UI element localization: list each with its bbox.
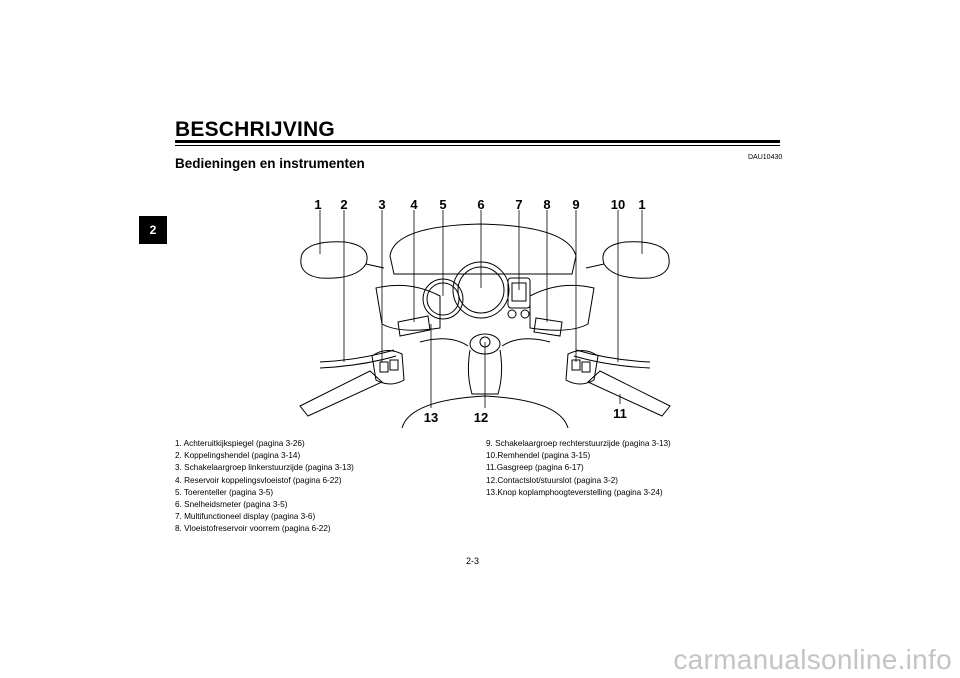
document-code: DAU10430 [748, 154, 783, 161]
page-title: BESCHRIJVING [175, 118, 335, 141]
legend-left-column: 1. Achteruitkijkspiegel (pagina 3-26) 2.… [175, 438, 354, 536]
legend-item: 7. Multifunctioneel display (pagina 3-6) [175, 512, 316, 522]
callout-label: 10 [611, 197, 625, 212]
callout-label: 12 [474, 410, 488, 425]
legend-item: 3. Schakelaargroep linkerstuurzijde (pag… [175, 463, 354, 473]
legend-item: 13.Knop koplamphoogteverstelling (pagina… [486, 487, 663, 497]
callout-label: 1 [314, 197, 321, 212]
legend-item: 12.Contactslot/stuurslot (pagina 3-2) [486, 475, 618, 485]
legend-item: 6. Snelheidsmeter (pagina 3-5) [175, 500, 288, 510]
header-rule [175, 140, 780, 143]
chapter-tab: 2 [139, 216, 167, 244]
callout-label: 3 [378, 197, 385, 212]
header-rule-thin [175, 145, 780, 146]
legend-item: 2. Koppelingshendel (pagina 3-14) [175, 451, 301, 461]
callout-label: 6 [477, 197, 484, 212]
callout-label: 8 [543, 197, 550, 212]
callout-label: 9 [572, 197, 579, 212]
section-title: Bedieningen en instrumenten [175, 156, 365, 171]
legend-item: 9. Schakelaargroep rechterstuurzijde (pa… [486, 439, 671, 448]
callout-label: 13 [424, 410, 438, 425]
legend-item: 5. Toerenteller (pagina 3-5) [175, 487, 274, 497]
legend-right-column: 9. Schakelaargroep rechterstuurzijde (pa… [486, 438, 671, 499]
callout-label: 2 [340, 197, 347, 212]
legend-item: 1. Achteruitkijkspiegel (pagina 3-26) [175, 439, 305, 448]
motorcycle-cockpit-illustration: 1 2 3 4 5 6 7 8 9 10 1 13 12 11 [299, 197, 671, 428]
legend-item: 11.Gasgreep (pagina 6-17) [486, 463, 584, 473]
callout-label: 5 [439, 197, 446, 212]
legend-item: 8. Vloeistofreservoir voorrem (pagina 6-… [175, 524, 331, 534]
callout-label: 7 [515, 197, 522, 212]
callout-label: 11 [613, 406, 627, 421]
callout-label: 4 [410, 197, 418, 212]
watermark: carmanualsonline.info [673, 644, 952, 675]
legend-item: 10.Remhendel (pagina 3-15) [486, 451, 591, 461]
legend-item: 4. Reservoir koppelingsvloeistof (pagina… [175, 475, 342, 485]
callout-label: 1 [638, 197, 645, 212]
page-number: 2-3 [466, 556, 480, 566]
